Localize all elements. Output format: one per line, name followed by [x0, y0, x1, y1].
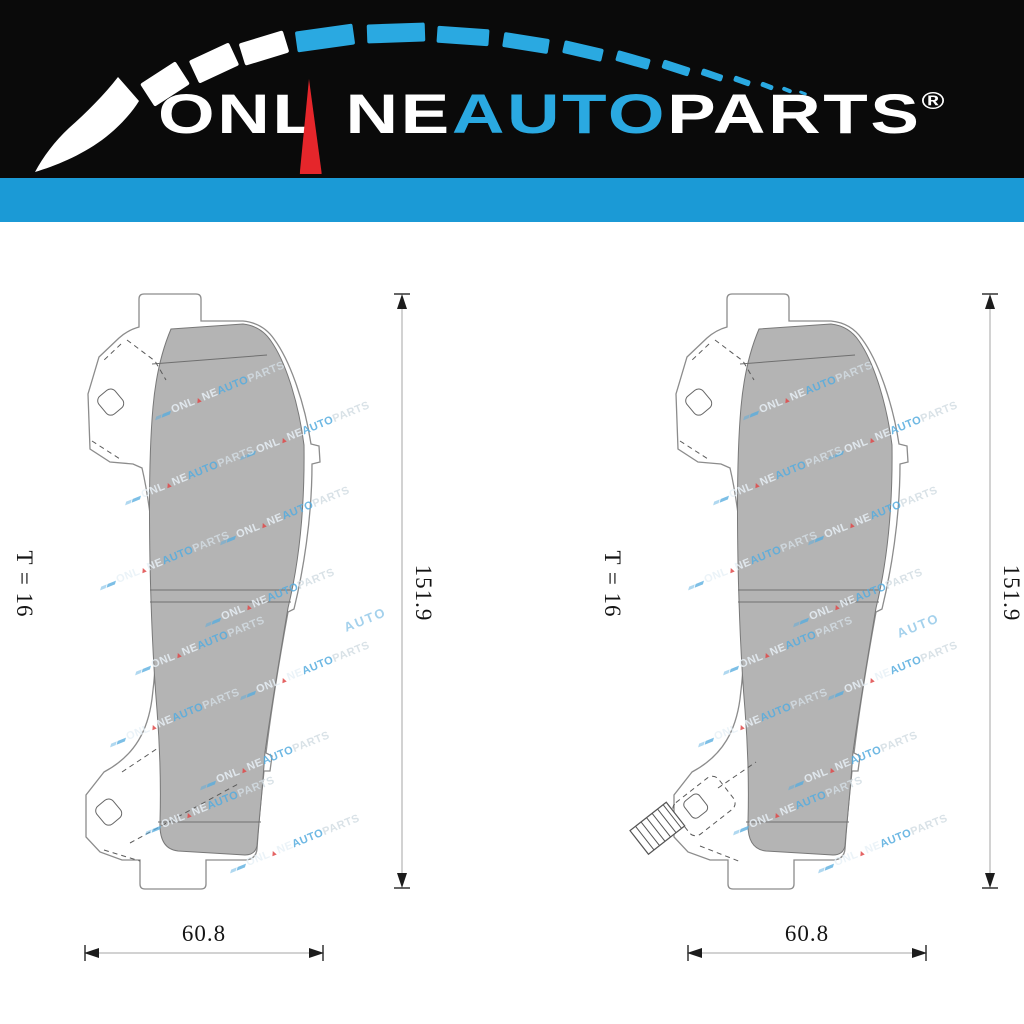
dimension-arrows [84, 294, 995, 958]
watermark-swoosh-icon [246, 690, 256, 698]
height-label-right: 151.9 [999, 564, 1024, 622]
thickness-label-left: T = 16 [12, 550, 37, 618]
watermark-swoosh-icon [739, 825, 749, 833]
brand-text-onl: ONL [158, 82, 320, 145]
height-label-left: 151.9 [411, 564, 436, 622]
brake-pad-left [85, 293, 321, 890]
brand-banner: ONL NEAUTOPARTS® [0, 0, 1024, 178]
wear-indicator-clip [629, 761, 757, 863]
watermark-swoosh-icon [106, 580, 116, 588]
indicator-comb [629, 801, 686, 856]
accent-bar [0, 178, 1024, 222]
watermark-swoosh-icon [719, 495, 729, 503]
brand-text-ne: NE [345, 82, 452, 145]
watermark-swoosh-icon [206, 780, 216, 788]
chamfer-line-top [151, 354, 268, 365]
watermark-swoosh-icon [161, 410, 171, 418]
brake-pad-right [629, 293, 909, 890]
hidden-clip-lines-top [679, 339, 755, 460]
watermark-swoosh-icon [694, 580, 704, 588]
watermark-swoosh-icon [131, 495, 141, 503]
brand-text-auto: AUTO [451, 82, 668, 145]
watermark-swoosh-icon [834, 690, 844, 698]
watermark-swoosh-icon [116, 737, 126, 745]
width-label-left: 60.8 [181, 921, 227, 946]
watermark-swoosh-icon [151, 825, 161, 833]
hidden-clip-lines-top [91, 339, 167, 460]
speedometer-arc-icon [35, 22, 807, 172]
ear-hole-bottom [95, 798, 123, 826]
watermark-swoosh-icon [749, 410, 759, 418]
registered-mark: ® [921, 88, 945, 115]
ear-hole-bottom [683, 793, 709, 819]
technical-drawing [84, 293, 998, 961]
hidden-clip-lines-bottom [699, 761, 757, 863]
speedometer-tail [35, 77, 139, 172]
ear-hole-top [685, 388, 713, 416]
ear-hole-top [97, 388, 125, 416]
width-label-right: 60.8 [784, 921, 830, 946]
brand-logo: ONL NEAUTOPARTS® [158, 79, 944, 174]
chamfer-line-top [739, 354, 856, 365]
watermark-swoosh-icon [704, 737, 714, 745]
watermark-swoosh-icon [236, 863, 246, 871]
pad-groove-lines [150, 589, 292, 603]
pad-groove-lines [738, 589, 880, 603]
brand-text-parts: PARTS [667, 82, 922, 145]
hidden-clip-lines-bottom [103, 747, 239, 862]
watermark-swoosh-icon [799, 617, 809, 625]
thickness-label-right: T = 16 [600, 550, 625, 618]
watermark-swoosh-icon [794, 780, 804, 788]
watermark-swoosh-icon [729, 665, 739, 673]
watermark-swoosh-icon [141, 665, 151, 673]
watermark-swoosh-icon [824, 863, 834, 871]
watermark-swoosh-icon [211, 617, 221, 625]
